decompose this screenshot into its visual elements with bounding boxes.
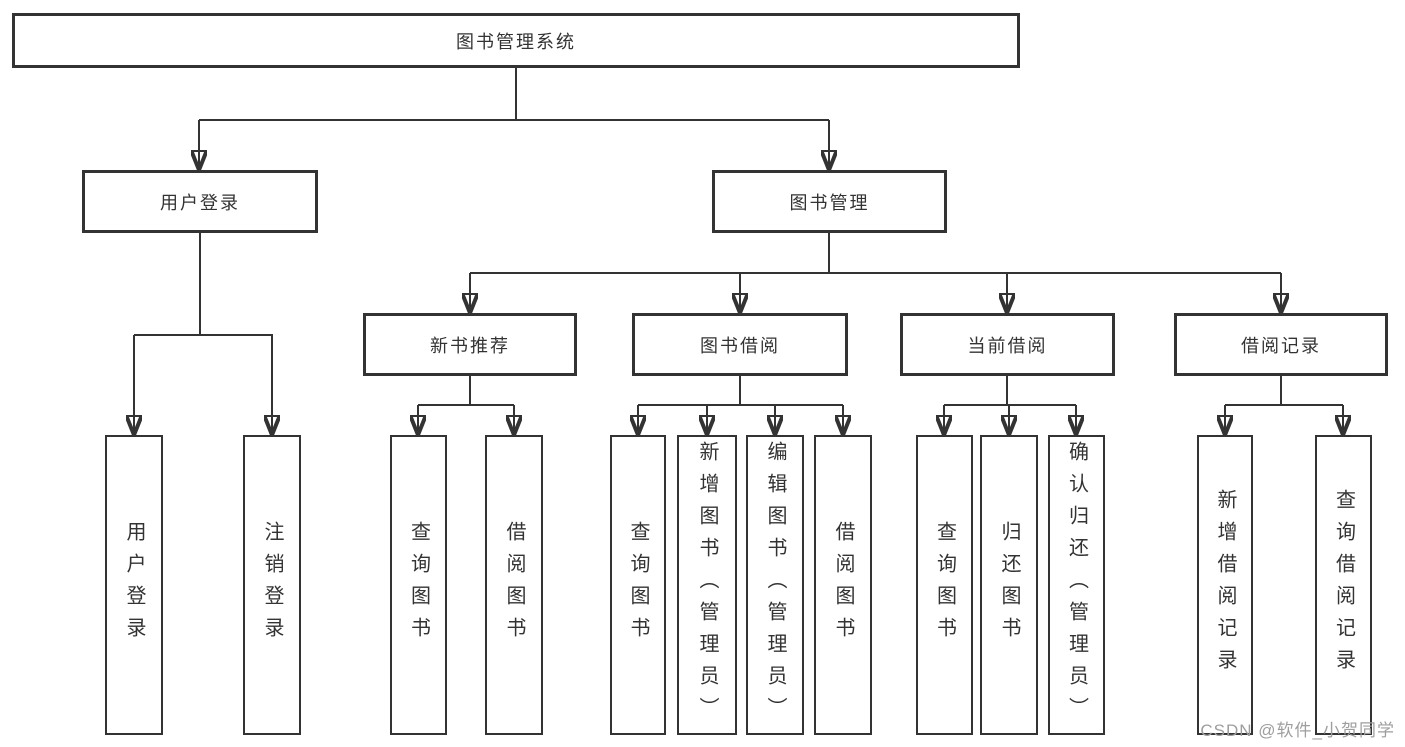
node-book-borrow: 图书借阅 xyxy=(632,313,848,376)
node-book-management-label: 图书管理 xyxy=(789,192,870,213)
leaf-add-book-admin: 新增图书（管理员） xyxy=(677,435,737,735)
leaf-query-books-current: 查询图书 xyxy=(916,435,973,735)
leaf-edit-book-admin-label: 编辑图书（管理员） xyxy=(764,441,786,729)
leaf-query-books-recommend: 查询图书 xyxy=(390,435,447,735)
watermark: CSDN @软件_小贺同学 xyxy=(1200,721,1395,740)
node-user-login: 用户登录 xyxy=(82,170,318,233)
leaf-logout: 注销登录 xyxy=(243,435,301,735)
leaf-borrow-book: 借阅图书 xyxy=(814,435,872,735)
leaf-borrow-book-recommend: 借阅图书 xyxy=(485,435,543,735)
leaf-add-borrow-record: 新增借阅记录 xyxy=(1197,435,1253,735)
leaf-query-books-current-label: 查询图书 xyxy=(933,521,956,649)
node-root: 图书管理系统 xyxy=(12,13,1020,68)
node-new-book-recommend-label: 新书推荐 xyxy=(430,335,510,356)
node-book-management: 图书管理 xyxy=(712,170,947,233)
leaf-confirm-return-admin: 确认归还（管理员） xyxy=(1048,435,1105,735)
leaf-query-books-recommend-label: 查询图书 xyxy=(407,521,430,649)
leaf-logout-label: 注销登录 xyxy=(261,521,283,649)
node-root-label: 图书管理系统 xyxy=(456,31,576,52)
leaf-user-login: 用户登录 xyxy=(105,435,163,735)
leaf-query-books-borrow: 查询图书 xyxy=(610,435,666,735)
leaf-add-borrow-record-label: 新增借阅记录 xyxy=(1214,489,1236,681)
node-user-login-label: 用户登录 xyxy=(160,192,240,213)
node-borrow-records: 借阅记录 xyxy=(1174,313,1388,376)
leaf-query-borrow-record-label: 查询借阅记录 xyxy=(1332,489,1355,681)
leaf-return-book-label: 归还图书 xyxy=(998,521,1020,649)
leaf-borrow-book-label: 借阅图书 xyxy=(832,521,854,649)
leaf-user-login-label: 用户登录 xyxy=(123,521,145,649)
node-current-borrow-label: 当前借阅 xyxy=(967,335,1048,356)
leaf-add-book-admin-label: 新增图书（管理员） xyxy=(696,441,718,729)
leaf-confirm-return-admin-label: 确认归还（管理员） xyxy=(1065,441,1088,729)
leaf-edit-book-admin: 编辑图书（管理员） xyxy=(746,435,804,735)
leaf-borrow-book-recommend-label: 借阅图书 xyxy=(503,521,525,649)
node-book-borrow-label: 图书借阅 xyxy=(700,335,780,356)
node-borrow-records-label: 借阅记录 xyxy=(1241,335,1321,356)
leaf-query-books-borrow-label: 查询图书 xyxy=(627,521,649,649)
node-current-borrow: 当前借阅 xyxy=(900,313,1115,376)
node-new-book-recommend: 新书推荐 xyxy=(363,313,577,376)
leaf-return-book: 归还图书 xyxy=(980,435,1038,735)
leaf-query-borrow-record: 查询借阅记录 xyxy=(1315,435,1372,735)
